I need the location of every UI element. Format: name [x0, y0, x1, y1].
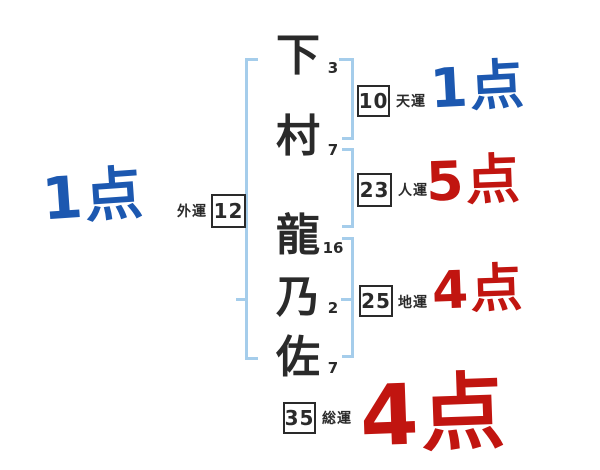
earth-luck-value-box: 25: [359, 285, 393, 317]
person-bracket-bottom-tick: [342, 225, 354, 228]
heaven-bracket-top-tick: [339, 58, 354, 61]
heaven-bracket-vertical-line: [351, 58, 354, 140]
outer-bracket-vertical-line: [245, 58, 248, 360]
total-luck-score: 4点: [358, 362, 509, 466]
name-char-3: 龍: [276, 210, 320, 261]
total-luck-value-box: 35: [283, 402, 316, 434]
heaven-luck-score: 1点: [428, 52, 528, 121]
stroke-count-4: 2: [327, 299, 339, 317]
outer-bracket-top-tick: [245, 58, 258, 61]
earth-bracket-bottom-tick: [342, 355, 354, 358]
earth-bracket-vertical-line: [351, 237, 354, 358]
stroke-count-2: 7: [327, 141, 339, 159]
outer-luck-label: 外運: [177, 204, 207, 220]
name-char-1: 下: [276, 30, 320, 81]
outer-bracket-bottom-tick: [245, 357, 258, 360]
outer-luck-value-box: 12: [211, 194, 246, 228]
stroke-count-5: 7: [327, 359, 339, 377]
person-luck-label: 人運: [398, 183, 428, 199]
outer-luck-score: 1点: [39, 158, 147, 234]
heaven-luck-label: 天運: [396, 94, 426, 110]
person-bracket-vertical-line: [351, 148, 354, 228]
person-luck-value-box: 23: [357, 173, 392, 207]
heaven-luck-value-box: 10: [357, 85, 390, 117]
stroke-count-1: 3: [327, 59, 339, 77]
name-char-4: 乃: [276, 272, 320, 323]
person-bracket-top-tick: [342, 148, 354, 151]
earth-luck-label: 地運: [398, 295, 428, 311]
earth-bracket-mid-tick: [341, 298, 351, 301]
person-luck-score: 5点: [424, 147, 523, 214]
total-luck-label: 総運: [322, 411, 352, 427]
earth-bracket-top-tick: [342, 237, 354, 240]
heaven-bracket-bottom-tick: [342, 137, 354, 140]
outer-bracket-mid-tick: [236, 298, 246, 301]
earth-luck-score: 4点: [430, 258, 526, 322]
stroke-count-3: 16: [322, 239, 344, 257]
name-char-5: 佐: [276, 332, 320, 383]
name-char-2: 村: [276, 111, 320, 162]
